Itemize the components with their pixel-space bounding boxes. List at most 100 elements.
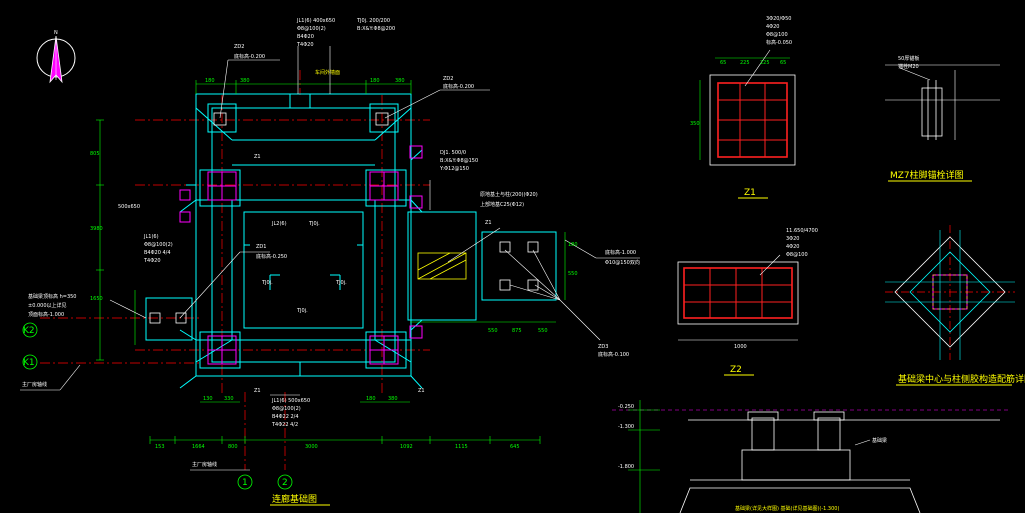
z1-detail-4: 标高-0.050 [766, 39, 792, 46]
note-zd1-2: 底标高-0.250 [256, 253, 287, 260]
dim-bot-6: 1115 [455, 444, 468, 450]
dim-top-4: 380 [395, 78, 405, 84]
dim-bot-7: 645 [510, 444, 520, 450]
axis-k2-bubble [22, 322, 38, 338]
note-jl-bottom-4: T4Φ22 4/2 [271, 422, 298, 428]
axis-2-bubble [277, 474, 293, 490]
note-jl1-top-4: T4Φ20 [296, 42, 314, 48]
z1-dim-3: 225 [760, 60, 770, 66]
section-bottom-note: 基础梁(详见大样图) 基础(详见基础图)(-1.300) [735, 505, 839, 512]
note-zd3-2: 底标高-0.100 [598, 351, 629, 358]
dim-r-3: 550 [538, 328, 548, 334]
plan-dimension-lines [96, 80, 566, 444]
note-dj-3: Y:Φ12@150 [439, 166, 469, 172]
z1-section: 3Φ20/Φ50 4Φ20 Φ8@100 标高-0.050 65 225 225… [690, 16, 796, 199]
note-tj-top-1: TJ0j. 200/200 [356, 18, 390, 24]
node-detail: 基础梁中心与柱侧胶构造配筋详图 [885, 225, 1025, 386]
elev-3: -1.800 [618, 464, 634, 470]
note-z1-right: Z1 [485, 220, 492, 226]
plan-piles [149, 112, 539, 324]
dim-left-2: 3980 [90, 226, 103, 232]
note-jl2-mid: JL2(6) [271, 221, 287, 227]
elev-2: -1.300 [618, 424, 634, 430]
note-z1a: Z1 [254, 154, 261, 160]
note-zd3r-1: 底标高-1.000 [605, 249, 636, 256]
note-tj-mid2: TJ0j. [261, 280, 273, 286]
note-left-3: 顶面标高-1.000 [28, 311, 64, 318]
dim-bot-2: 1664 [192, 444, 205, 450]
axis-k1-bubble [22, 354, 38, 370]
foundation-beams [145, 93, 557, 389]
note-cushion-1: 原地基土与柱(200)(Φ20) [480, 191, 538, 198]
note-arrow-bottom: 主厂房轴线 [192, 461, 217, 468]
dim-bs-4: 380 [388, 396, 398, 402]
z2-detail-1: 11.650/4700 [786, 228, 818, 234]
dim-bot-4: 3000 [305, 444, 318, 450]
z2-detail-2: 3Φ20 [786, 236, 799, 242]
note-jl-left-4: T4Φ20 [143, 258, 161, 264]
axis-k2-label: K2 [23, 326, 35, 336]
z1-detail-2: 4Φ20 [766, 24, 779, 30]
z2-detail-3: 4Φ20 [786, 244, 799, 250]
foundation-section: -0.250 -1.300 -1.800 基础梁 基础梁(详见大样图) 基础(详… [612, 400, 1010, 513]
dim-bs-1: 130 [203, 396, 213, 402]
dim-top-3: 180 [370, 78, 380, 84]
dim-s-1: 180 [568, 242, 578, 248]
north-label: N [54, 30, 58, 36]
z1-dim-2: 225 [740, 60, 750, 66]
axis-k1-label: K1 [23, 358, 35, 368]
node-title: 基础梁中心与柱侧胶构造配筋详图 [898, 373, 1025, 385]
note-tj-top-2: B:X&Y:Φ8@200 [357, 26, 395, 32]
note-jl-left-2: Φ8@100(2) [144, 242, 173, 248]
note-jl-left-3: B4Φ20 4/4 [144, 250, 171, 256]
z1-dim-4: 65 [780, 60, 786, 66]
note-jl-bottom-2: Φ8@100(2) [272, 406, 301, 412]
axis-lines [40, 70, 430, 470]
note-mid-label: 车间外墙面 [315, 69, 340, 76]
note-jl1-top-1: JL1(6) 400x650 [296, 18, 335, 24]
note-left-2: ±0.000以上详见 [28, 302, 67, 309]
elev-1: -0.250 [618, 404, 634, 410]
note-zd2-2: 底标高-0.200 [234, 53, 265, 60]
note-zd3r-2: Φ10@150双向 [605, 259, 640, 266]
z2-dim: 1000 [734, 344, 747, 350]
north-arrow: N [36, 30, 76, 84]
dim-r-2: 875 [512, 328, 522, 334]
note-jl-bottom-1: JL1(6) 500x650 [271, 398, 310, 404]
z2-section: 11.650/4700 3Φ20 4Φ20 Φ8@100 1000 Z2 [677, 228, 818, 376]
plan-title: 连廊基础图 [272, 493, 317, 505]
section-note: 基础梁 [872, 437, 887, 444]
axis-1-bubble [237, 474, 253, 490]
axis-markers [22, 322, 293, 490]
note-tj-mid4: TJ0j. [296, 308, 308, 314]
note-dj-1: DJ1. 500/0 [440, 150, 466, 156]
note-zd2b-2: 底标高-0.200 [443, 83, 474, 90]
dim-s-2: 550 [568, 271, 578, 277]
note-cushion-2: 上部地基C25(Φ12) [480, 201, 524, 208]
note-zd1-1: ZD1 [256, 244, 266, 250]
z1-dim-1: 65 [720, 60, 726, 66]
note-tj-mid1: TJ0j. [308, 221, 320, 227]
z2-detail-4: Φ8@100 [786, 252, 808, 258]
z2-title: Z2 [730, 365, 742, 375]
note-jl-side: 500x650 [118, 204, 140, 210]
mz-anchor-detail: 50厚锚板 锚栓M20 MZ7柱脚锚栓详图 [885, 55, 1000, 182]
plan-columns [179, 145, 423, 365]
note-tj-mid3: TJ0j. [335, 280, 347, 286]
note-jl1-top-2: Φ8@100(2) [297, 26, 326, 32]
note-dj-2: B:X&Y:Φ8@150 [440, 158, 478, 164]
leader-lines [20, 46, 640, 471]
dim-left-1: 805 [90, 151, 100, 157]
dimension-texts: 180 380 180 380 805 3980 1650 153 1664 8… [90, 78, 578, 450]
dim-bot-5: 1092 [400, 444, 413, 450]
note-arrow-left: 主厂房轴线 [22, 381, 47, 388]
z1-detail-1: 3Φ20/Φ50 [766, 16, 791, 22]
dim-bs-2: 330 [224, 396, 234, 402]
note-z1-bot2: Z1 [418, 388, 425, 394]
dim-top-1: 180 [205, 78, 215, 84]
axis-2-label: 2 [282, 478, 288, 488]
dim-bot-1: 153 [155, 444, 165, 450]
anchor-note-2: 锚栓M20 [898, 63, 919, 70]
note-z1-bot: Z1 [254, 388, 261, 394]
